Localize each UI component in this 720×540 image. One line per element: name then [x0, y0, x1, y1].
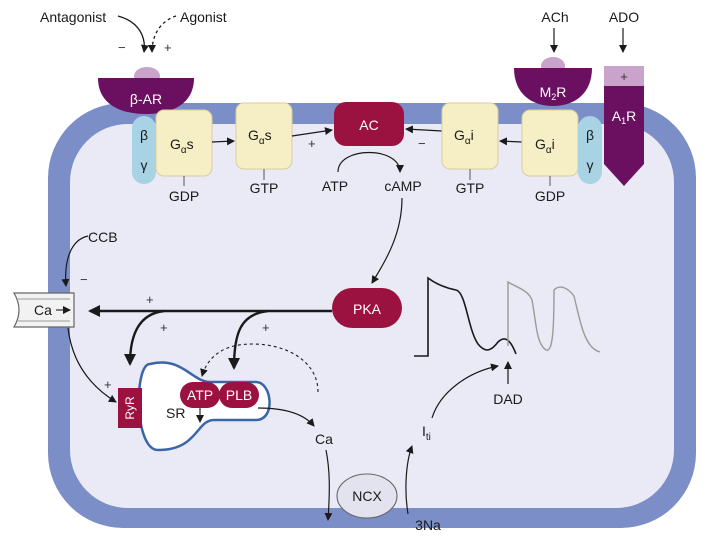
ccb-label: CCB [88, 229, 118, 245]
agonist-plus-sign: + [164, 40, 172, 55]
antagonist-label: Antagonist [40, 9, 106, 25]
calcium-channel [12, 292, 75, 328]
adenylyl-cyclase [334, 102, 404, 146]
dad-label: DAD [493, 391, 523, 407]
a1r-label: A1R [612, 108, 636, 126]
ca-uptake-feedback-arrow [200, 343, 319, 393]
ryr-label: RyR [123, 396, 137, 420]
gi-beta-gamma [578, 116, 602, 184]
triggered-activity-trace [507, 280, 601, 353]
phospholamban [219, 382, 259, 408]
gi-beta-label: β [586, 127, 594, 143]
channel-ca-label: Ca [34, 302, 52, 318]
plb-to-ca-arrow [257, 407, 315, 427]
beta-ar-label: β-AR [130, 91, 162, 107]
gs-alpha-gdp-label: Gαs [170, 136, 194, 156]
ac-label: AC [359, 117, 378, 133]
gs-activation-arrow [211, 137, 235, 146]
ryanodine-receptor [118, 388, 142, 428]
gs-alpha-gtp-label: Gαs [248, 127, 272, 147]
antagonist-minus-sign: − [118, 40, 126, 55]
m2r-receptor [514, 68, 592, 106]
pka-label: PKA [353, 301, 382, 317]
gdp-label-right: GDP [535, 188, 565, 204]
agonist-arrow [148, 15, 177, 53]
gi-to-ac-arrow [405, 125, 443, 134]
sr-label: SR [166, 405, 185, 421]
ncx-label: NCX [352, 488, 382, 504]
pka-ryr-plus-sign: + [160, 320, 168, 335]
serca-atp-label: ATP [187, 387, 213, 403]
gs-ac-plus-sign: + [308, 136, 316, 151]
na-influx-arrow [405, 445, 414, 515]
gi-alpha-gdp-label: Gαi [535, 136, 555, 156]
sodium-label: 3Na [415, 517, 441, 533]
agonist-label: Agonist [180, 9, 227, 25]
ca-to-ncx-arrow [324, 449, 333, 521]
gi-activation-arrow [499, 137, 523, 146]
gtp-label-left: GTP [250, 180, 279, 196]
gi-alpha-gdp [521, 109, 579, 177]
gs-to-ac-arrow [291, 127, 333, 137]
pka-plb-plus-sign: + [262, 320, 270, 335]
a1r-ligand-site [604, 66, 644, 86]
gs-beta-label: β [140, 127, 148, 143]
gi-gamma-label: γ [587, 157, 594, 173]
beta-ar-receptor [98, 78, 194, 114]
gi-ac-minus-sign: − [418, 136, 426, 151]
camp-label: cAMP [384, 178, 421, 194]
pka [332, 288, 402, 328]
gtp-label-right: GTP [456, 180, 485, 196]
ryr-plus-sign: + [104, 377, 112, 392]
serca-pump [180, 382, 220, 408]
action-potential-trace [414, 276, 517, 357]
a1r-receptor [604, 86, 644, 186]
antagonist-arrow [117, 15, 149, 53]
cytosolic-ca-label: Ca [315, 431, 333, 447]
gi-alpha-gtp-label: Gαi [454, 127, 474, 147]
plb-label: PLB [226, 387, 252, 403]
pka-to-plb-arrow [228, 309, 269, 370]
ccb-minus-sign: − [80, 272, 88, 287]
gs-alpha-gdp [155, 109, 213, 177]
gs-gamma-label: γ [141, 157, 148, 173]
ado-label: ADO [609, 9, 639, 25]
gs-beta-gamma [132, 116, 156, 184]
atp-label: ATP [322, 178, 348, 194]
iti-to-dad-arrow [431, 363, 499, 419]
pka-channel-plus-sign: + [146, 292, 154, 307]
atp-camp-conversion-arrow [337, 152, 404, 173]
ca-influx-to-ryr-arrow [67, 327, 117, 403]
ncx-exchanger [336, 473, 398, 519]
camp-to-pka-arrow [371, 197, 403, 284]
ccb-block-arrow [61, 235, 89, 287]
ach-label: ACh [541, 9, 568, 25]
gdp-label-left: GDP [169, 188, 199, 204]
a1r-plus-sign: + [620, 69, 628, 84]
m2r-label: M2R [540, 84, 567, 102]
pka-to-ryr-arrow [124, 309, 165, 366]
iti-label: Iti [422, 423, 431, 443]
